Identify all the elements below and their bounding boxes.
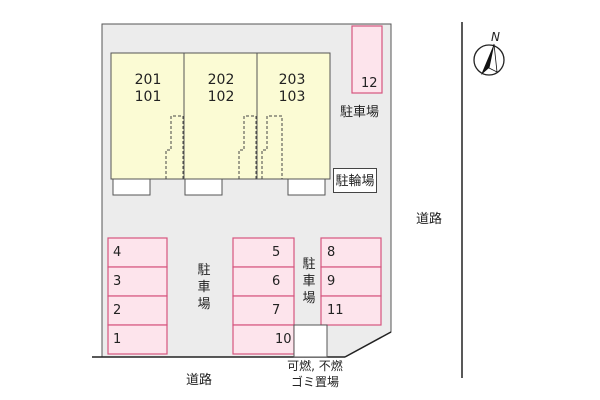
parking-stall-12 xyxy=(351,25,383,94)
parking-stall xyxy=(107,324,168,355)
parking-stall xyxy=(232,237,295,268)
entrance-step xyxy=(112,178,151,196)
unit-lower-number: 103 xyxy=(278,89,306,105)
parking-stall xyxy=(320,237,382,268)
stair-outline xyxy=(165,115,184,179)
unit-upper-number: 202 xyxy=(207,72,235,88)
stall-number: 4 xyxy=(113,245,122,260)
stall-number: 10 xyxy=(275,332,292,347)
parking-stall xyxy=(107,237,168,268)
parking-stall xyxy=(107,266,168,297)
unit-label: 202 102 xyxy=(186,72,256,106)
stall-number: 9 xyxy=(327,274,336,289)
stall-number: 3 xyxy=(113,274,122,289)
unit-lower-number: 101 xyxy=(134,89,162,105)
unit-label: 203 103 xyxy=(257,72,327,106)
entrance-step xyxy=(287,178,326,196)
stall-number: 11 xyxy=(327,303,344,318)
parking-label-vertical: 駐 車 場 xyxy=(196,262,212,313)
entrance-step xyxy=(184,178,223,196)
stall-number: 5 xyxy=(272,245,281,260)
compass-north-label: N xyxy=(491,30,500,44)
parking-stall xyxy=(320,266,382,297)
compass-icon xyxy=(473,43,505,76)
trash-label-line: ゴミ置場 xyxy=(290,375,339,389)
parking-stall xyxy=(232,266,295,297)
parking-label-char: 車 xyxy=(302,274,316,289)
road-line-diagonal xyxy=(344,331,392,358)
unit-upper-number: 203 xyxy=(278,72,306,88)
stall-number: 2 xyxy=(113,303,122,318)
parking-label-char: 駐 xyxy=(302,257,316,272)
stall-column-right xyxy=(320,237,382,326)
unit-upper-number: 201 xyxy=(134,72,162,88)
stall-number: 12 xyxy=(361,76,378,91)
parking-label-char: 場 xyxy=(197,297,211,312)
trash-area xyxy=(293,324,328,358)
trash-label-line: 可燃, 不燃 xyxy=(287,359,343,373)
stall-number: 7 xyxy=(272,303,281,318)
parking-label: 駐車場 xyxy=(340,105,380,120)
parking-label-char: 場 xyxy=(302,291,316,306)
stair-outline xyxy=(261,115,283,179)
stall-column-middle xyxy=(232,237,295,355)
stair-outline xyxy=(238,115,257,179)
bicycle-parking-label: 駐輪場 xyxy=(333,168,377,193)
stall-column-left xyxy=(107,237,168,355)
stall-number: 8 xyxy=(327,245,336,260)
parking-stall xyxy=(232,324,295,355)
building xyxy=(110,52,331,180)
parking-stall xyxy=(107,295,168,326)
stall-number: 6 xyxy=(272,274,281,289)
parking-label-char: 車 xyxy=(197,280,211,295)
parking-label-char: 駐 xyxy=(197,263,211,278)
parking-label-vertical: 駐 車 場 xyxy=(301,256,317,307)
stall-number: 1 xyxy=(113,332,122,347)
road-label-right: 道路 xyxy=(416,212,443,227)
trash-area-label: 可燃, 不燃 ゴミ置場 xyxy=(270,358,360,390)
road-label-bottom: 道路 xyxy=(186,373,213,388)
unit-lower-number: 102 xyxy=(207,89,235,105)
parking-stall xyxy=(320,295,382,326)
unit-label: 201 101 xyxy=(113,72,183,106)
parking-stall xyxy=(232,295,295,326)
